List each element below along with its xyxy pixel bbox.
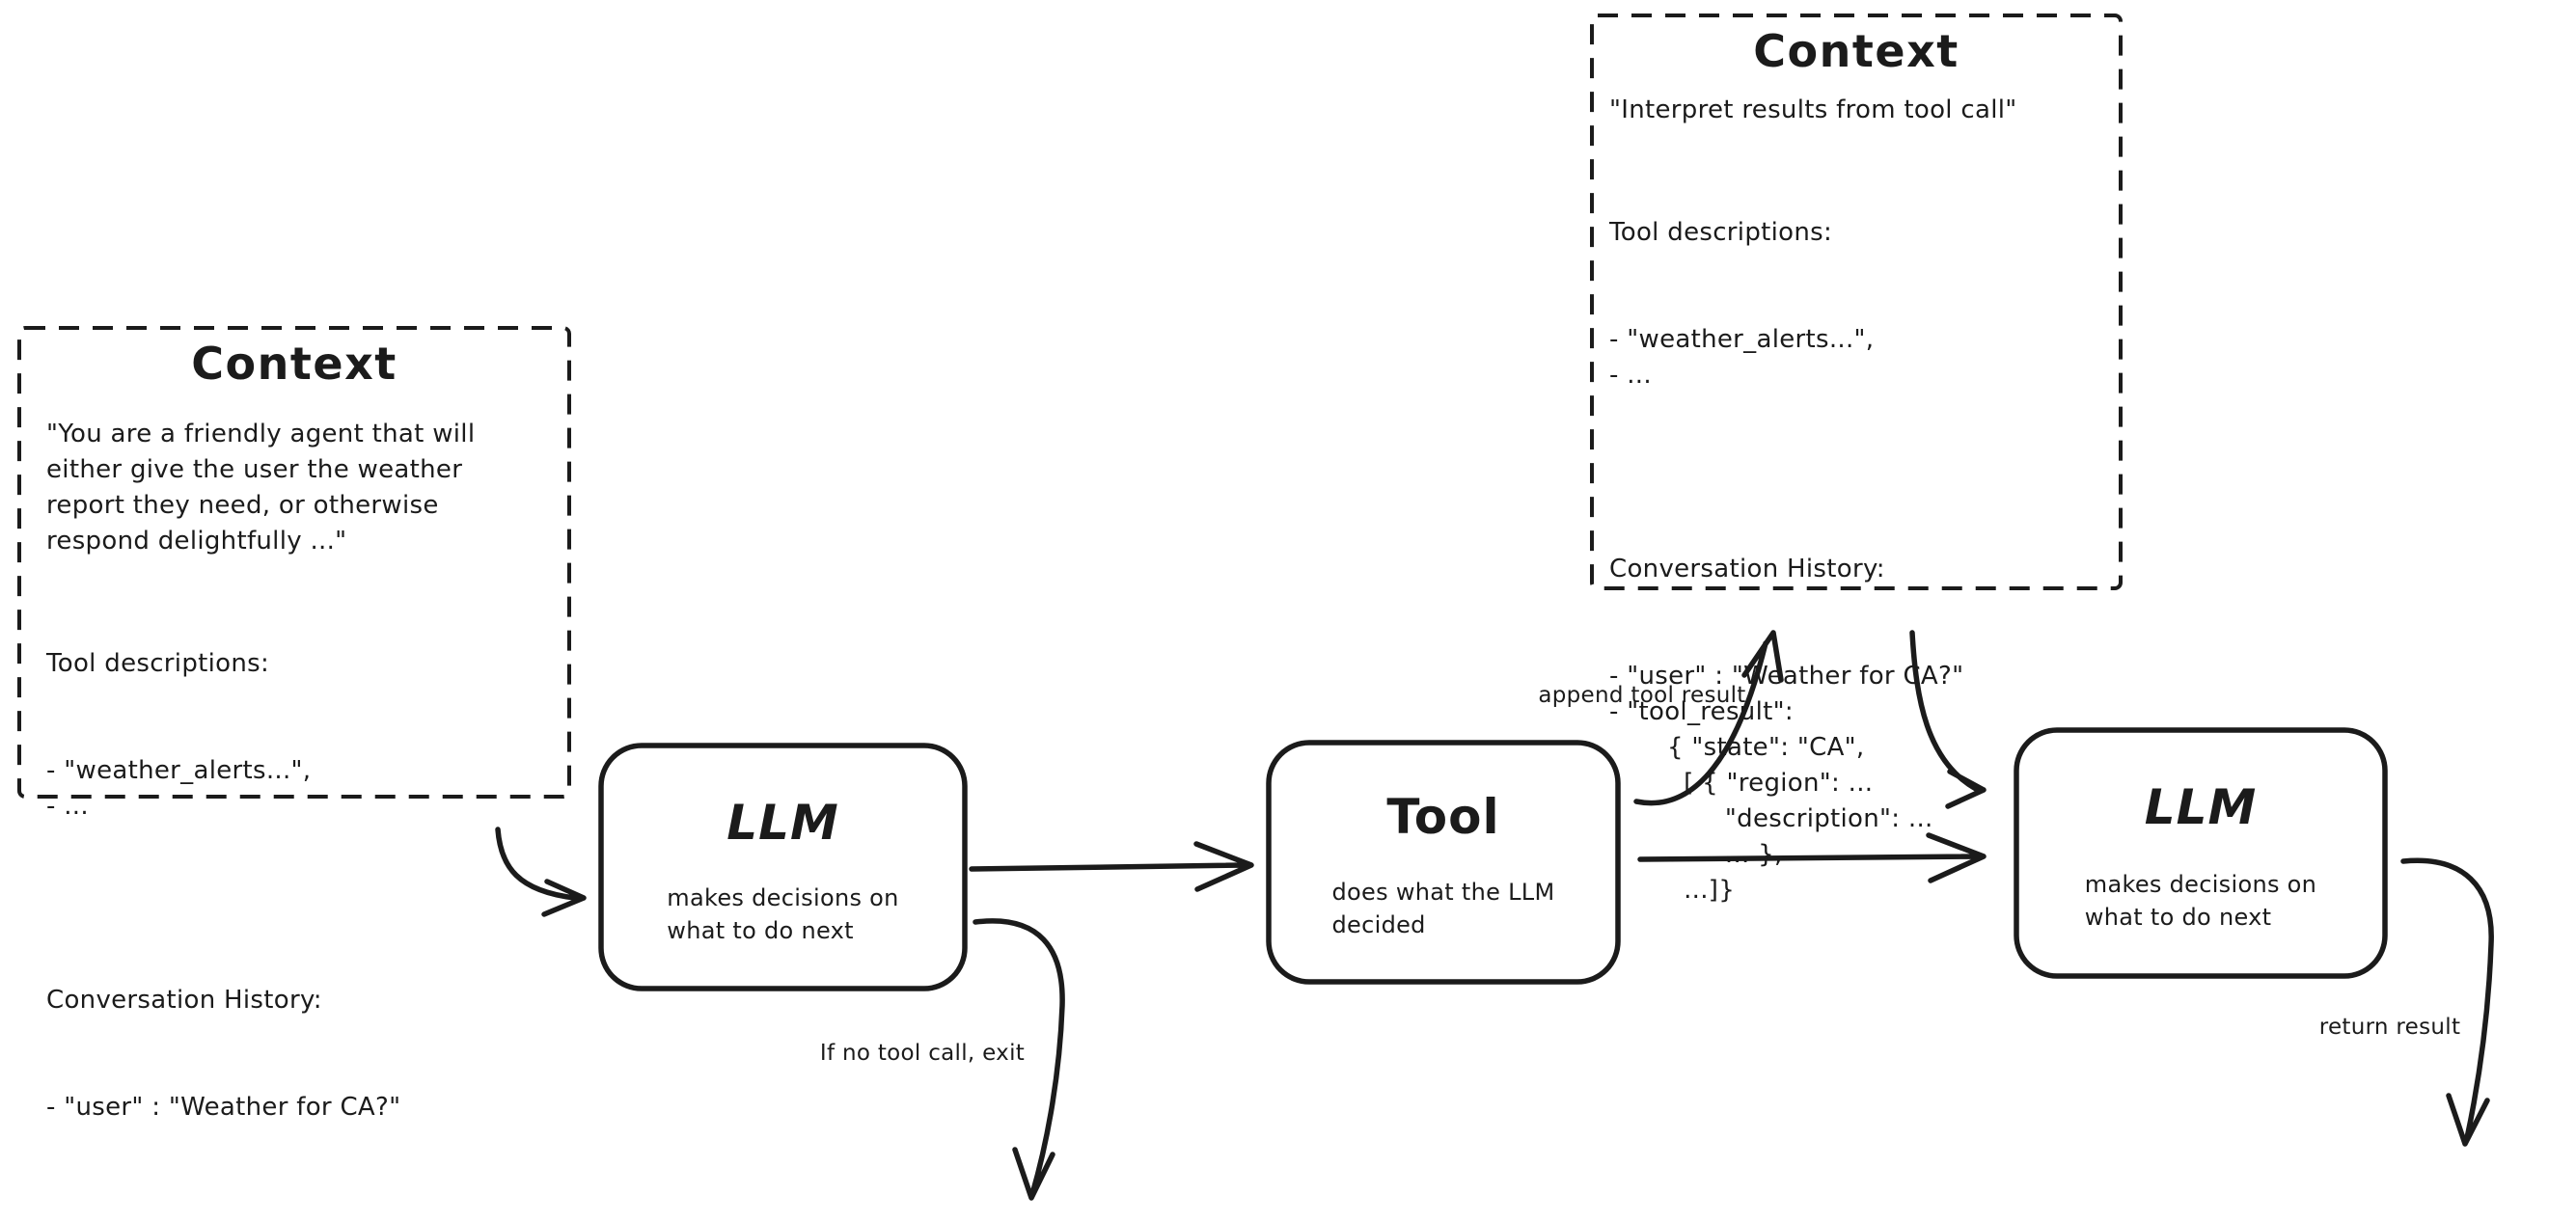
tool-node-title: Tool (1386, 789, 1500, 845)
arrow-llm2-return (2400, 857, 2494, 1147)
context-left-body: "You are a friendly agent that will eith… (46, 417, 548, 1197)
edge-label-no-tool-call-exit: If no tool call, exit (819, 1041, 1026, 1066)
tool-descriptions-header: Tool descriptions: (1609, 218, 1833, 247)
context-left-system-prompt: "You are a friendly agent that will eith… (46, 420, 476, 556)
edge-label-return-result: return result (2318, 1015, 2461, 1040)
llm2-node-border (2014, 727, 2388, 979)
context-left-tool-descriptions: Tool descriptions: - "weather_alerts..."… (46, 575, 548, 896)
arrow-llm1-to-tool (969, 841, 1254, 892)
arrow-tool-to-llm2 (1637, 832, 1987, 883)
arrow-tool-to-context-right (1633, 630, 1784, 806)
tool-descriptions-items: - "weather_alerts...", - ... (1609, 325, 1875, 390)
tool-descriptions-header: Tool descriptions: (46, 649, 270, 678)
edge-label-append-tool-result: append tool result (1538, 683, 1746, 708)
history-header: Conversation History: (46, 986, 322, 1015)
llm2-node-title: LLM (2144, 779, 2258, 835)
context-right-history: Conversation History: - "user" : "Weathe… (1609, 480, 2111, 980)
tool-node-border (1266, 740, 1621, 985)
context-left-history: Conversation History: - "user" : "Weathe… (46, 911, 548, 1197)
llm1-node-title: LLM (726, 795, 839, 851)
history-items: - "user" : "Weather for CA?" (46, 1093, 401, 1122)
llm1-node-border (598, 743, 968, 991)
context-right-tool-descriptions: Tool descriptions: - "weather_alerts..."… (1609, 144, 2111, 465)
llm2-node-subtitle: makes decisions on what to do next (2084, 871, 2317, 931)
context-right-title: Context (1753, 25, 1959, 77)
tool-node-subtitle: does what the LLM decided (1331, 879, 1555, 938)
history-items: - "user" : "Weather for CA?" - "tool_res… (1609, 662, 1964, 905)
arrow-context-right-to-llm2 (1909, 630, 1987, 809)
context-box-right-border (1590, 14, 2123, 590)
tool-descriptions-items: - "weather_alerts...", - ... (46, 756, 312, 821)
arrow-context-left-to-llm1 (495, 827, 587, 917)
history-header: Conversation History: (1609, 555, 1885, 583)
context-left-title: Context (191, 338, 397, 390)
context-right-system-prompt: "Interpret results from tool call" (1609, 95, 2017, 124)
context-right-body: "Interpret results from tool call" Tool … (1609, 93, 2111, 980)
arrow-llm1-exit (973, 918, 1065, 1201)
llm1-node-subtitle: makes decisions on what to do next (667, 884, 899, 944)
